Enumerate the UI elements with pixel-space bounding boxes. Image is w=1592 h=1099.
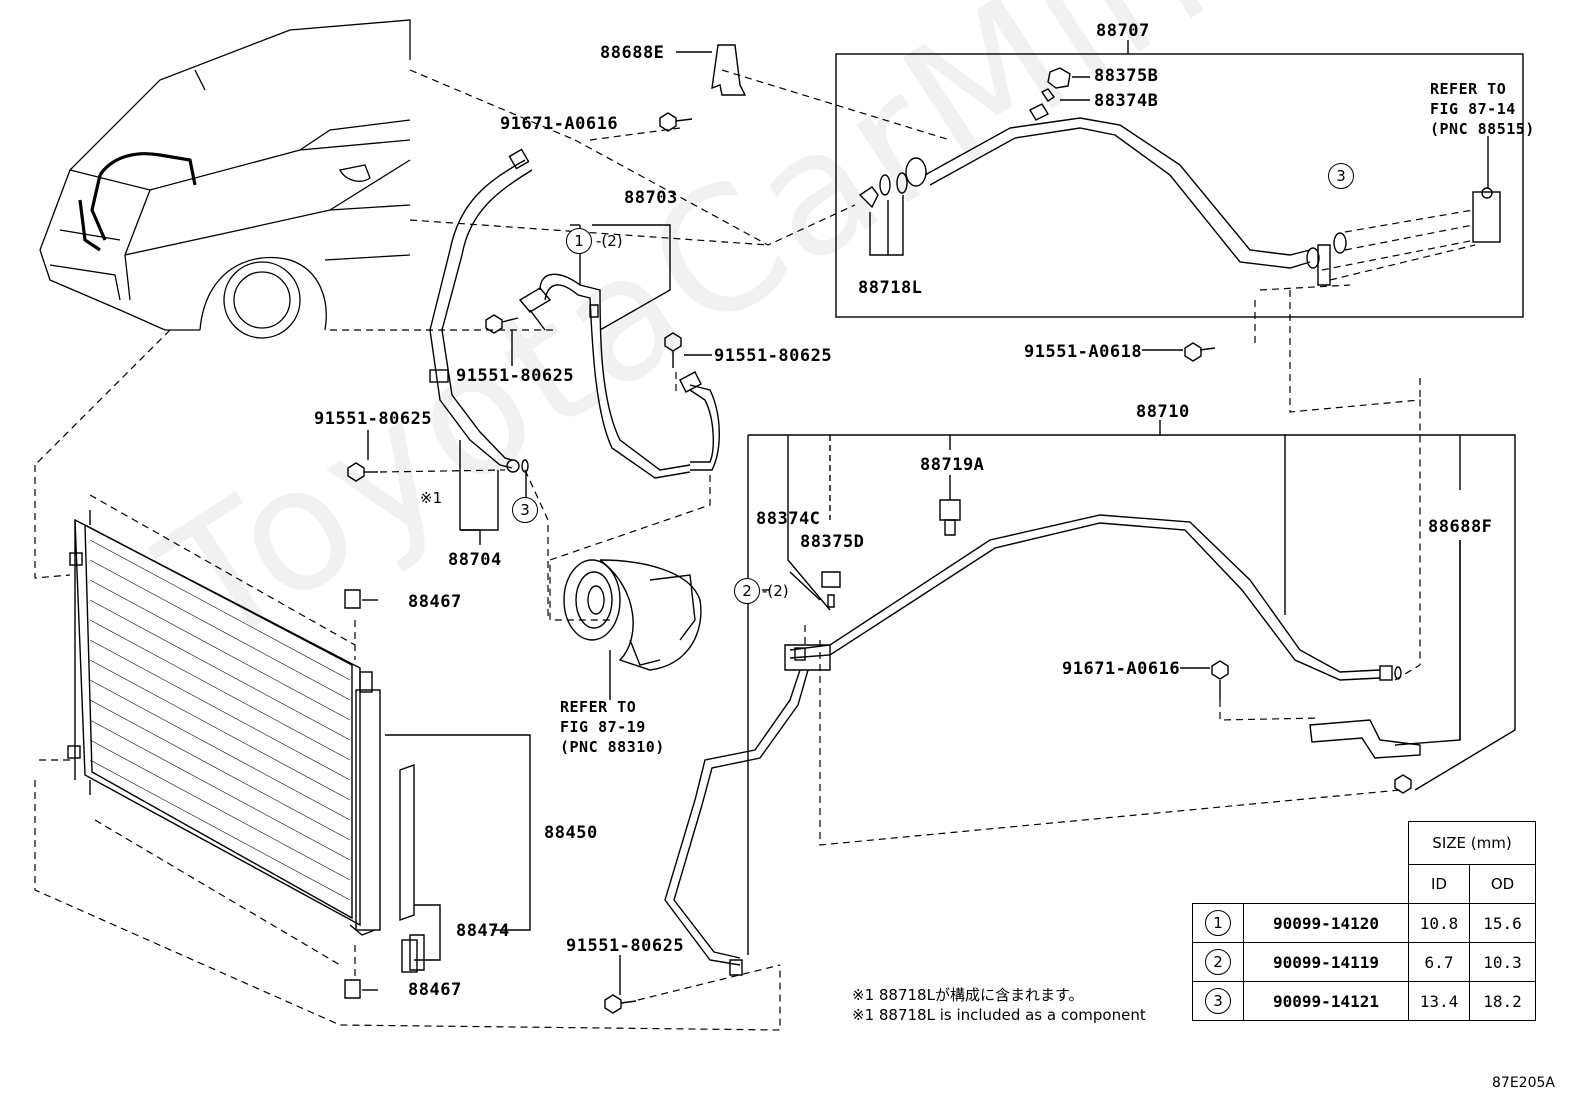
- label-star1: ※1: [420, 489, 443, 507]
- bolt-91551-b: [485, 314, 519, 366]
- refer-87-14-line1: REFER TO: [1430, 80, 1507, 98]
- refer-87-14-line2: FIG 87-14: [1430, 100, 1516, 118]
- refer-87-19-line2: FIG 87-19: [560, 718, 646, 736]
- marker-2: 2: [734, 578, 760, 604]
- row-od: 15.6: [1469, 903, 1536, 943]
- label-91551-80625-d: 91551-80625: [566, 936, 685, 956]
- label-91551-80625-c: 91551-80625: [714, 346, 833, 366]
- label-88707: 88707: [1096, 21, 1150, 41]
- refer-87-19-line1: REFER TO: [560, 698, 637, 716]
- bolt-91551-a0618: [1142, 342, 1216, 362]
- condenser-88450: [67, 510, 531, 973]
- vehicle-illustration: [39, 19, 411, 339]
- label-88710: 88710: [1136, 402, 1190, 422]
- row-id: 6.7: [1408, 942, 1470, 982]
- label-88688E: 88688E: [600, 43, 665, 63]
- label-88474: 88474: [456, 921, 510, 941]
- footnote-japanese: ※1 88718Lが構成に含まれます。: [852, 986, 1084, 1004]
- orings-88718L: [858, 172, 1347, 256]
- bolt-91671-mid: [1180, 660, 1229, 700]
- cushion-88467-bottom: [344, 979, 378, 999]
- table-row: 3 90099-14121 13.4 18.2: [1192, 981, 1536, 1021]
- label-88703: 88703: [624, 188, 678, 208]
- table-row: 1 90099-14120 10.8 15.6: [1192, 903, 1536, 943]
- label-88375D: 88375D: [800, 532, 865, 552]
- bolt-91551-d: [604, 955, 637, 1014]
- label-88704: 88704: [448, 550, 502, 570]
- row-od: 18.2: [1469, 981, 1536, 1021]
- marker-3-mid: 3: [512, 497, 538, 523]
- label-91551-80625-a: 91551-80625: [314, 409, 433, 429]
- bolt-91551-c: [664, 332, 712, 368]
- hose-88703: [518, 273, 720, 479]
- label-c2-qty: -(2): [762, 582, 789, 600]
- label-88374C: 88374C: [756, 509, 821, 529]
- row-od: 10.3: [1469, 942, 1536, 982]
- label-88718L: 88718L: [858, 278, 923, 298]
- row-part-number: 90099-14119: [1243, 942, 1409, 982]
- bolt-91671-top: [659, 112, 693, 132]
- expansion-valve: [1472, 136, 1501, 243]
- cushion-88467-top: [344, 589, 378, 609]
- label-91671-A0616-mid: 91671-A0616: [1062, 659, 1181, 679]
- label-88374B: 88374B: [1094, 91, 1159, 111]
- label-88375B: 88375B: [1094, 66, 1159, 86]
- liquid-tube-88710: [664, 514, 1402, 976]
- label-88719A: 88719A: [920, 455, 985, 475]
- col-od-header: OD: [1469, 864, 1536, 904]
- row-part-number: 90099-14121: [1243, 981, 1409, 1021]
- group-box-88707: [835, 53, 1524, 318]
- suction-hose-88707: [905, 103, 1331, 286]
- row-id: 13.4: [1408, 981, 1470, 1021]
- label-c1-qty: -(2): [596, 232, 623, 250]
- discharge-hose-88704: [429, 148, 533, 473]
- col-id-header: ID: [1408, 864, 1470, 904]
- label-91551-A0618: 91551-A0618: [1024, 342, 1143, 362]
- bracket-88688E: [676, 44, 747, 96]
- bolt-91551-a: [347, 430, 378, 482]
- marker-3-top: 3: [1328, 163, 1354, 189]
- row-id: 10.8: [1408, 903, 1470, 943]
- row-part-number: 90099-14120: [1243, 903, 1409, 943]
- group-box-88710: [748, 434, 1516, 791]
- label-91671-A0616-top: 91671-A0616: [500, 114, 619, 134]
- size-header: SIZE (mm): [1408, 821, 1536, 865]
- table-row: 2 90099-14119 6.7 10.3: [1192, 942, 1536, 982]
- label-88688F: 88688F: [1428, 517, 1493, 537]
- row-mark: 2: [1205, 949, 1231, 975]
- engine-bay-ac-lines: [78, 152, 197, 252]
- label-88467-bottom: 88467: [408, 980, 462, 1000]
- bracket-88688F: [1309, 540, 1461, 794]
- pressure-switch-88719A: [939, 475, 961, 536]
- marker-1: 1: [566, 228, 592, 254]
- label-88450: 88450: [544, 823, 598, 843]
- row-mark: 3: [1205, 988, 1231, 1014]
- compressor-illustration: [563, 559, 702, 700]
- label-88467-top: 88467: [408, 592, 462, 612]
- label-91551-80625-b: 91551-80625: [456, 366, 575, 386]
- footnote-english: ※1 88718L is included as a component: [852, 1006, 1146, 1024]
- figure-code: 87E205A: [1492, 1075, 1555, 1091]
- oring-size-table: SIZE (mm) ID OD 1 90099-14120 10.8 15.6 …: [1192, 821, 1536, 1021]
- row-mark: 1: [1205, 910, 1231, 936]
- refer-87-19-line3: (PNC 88310): [560, 738, 665, 756]
- refer-87-14-line3: (PNC 88515): [1430, 120, 1535, 138]
